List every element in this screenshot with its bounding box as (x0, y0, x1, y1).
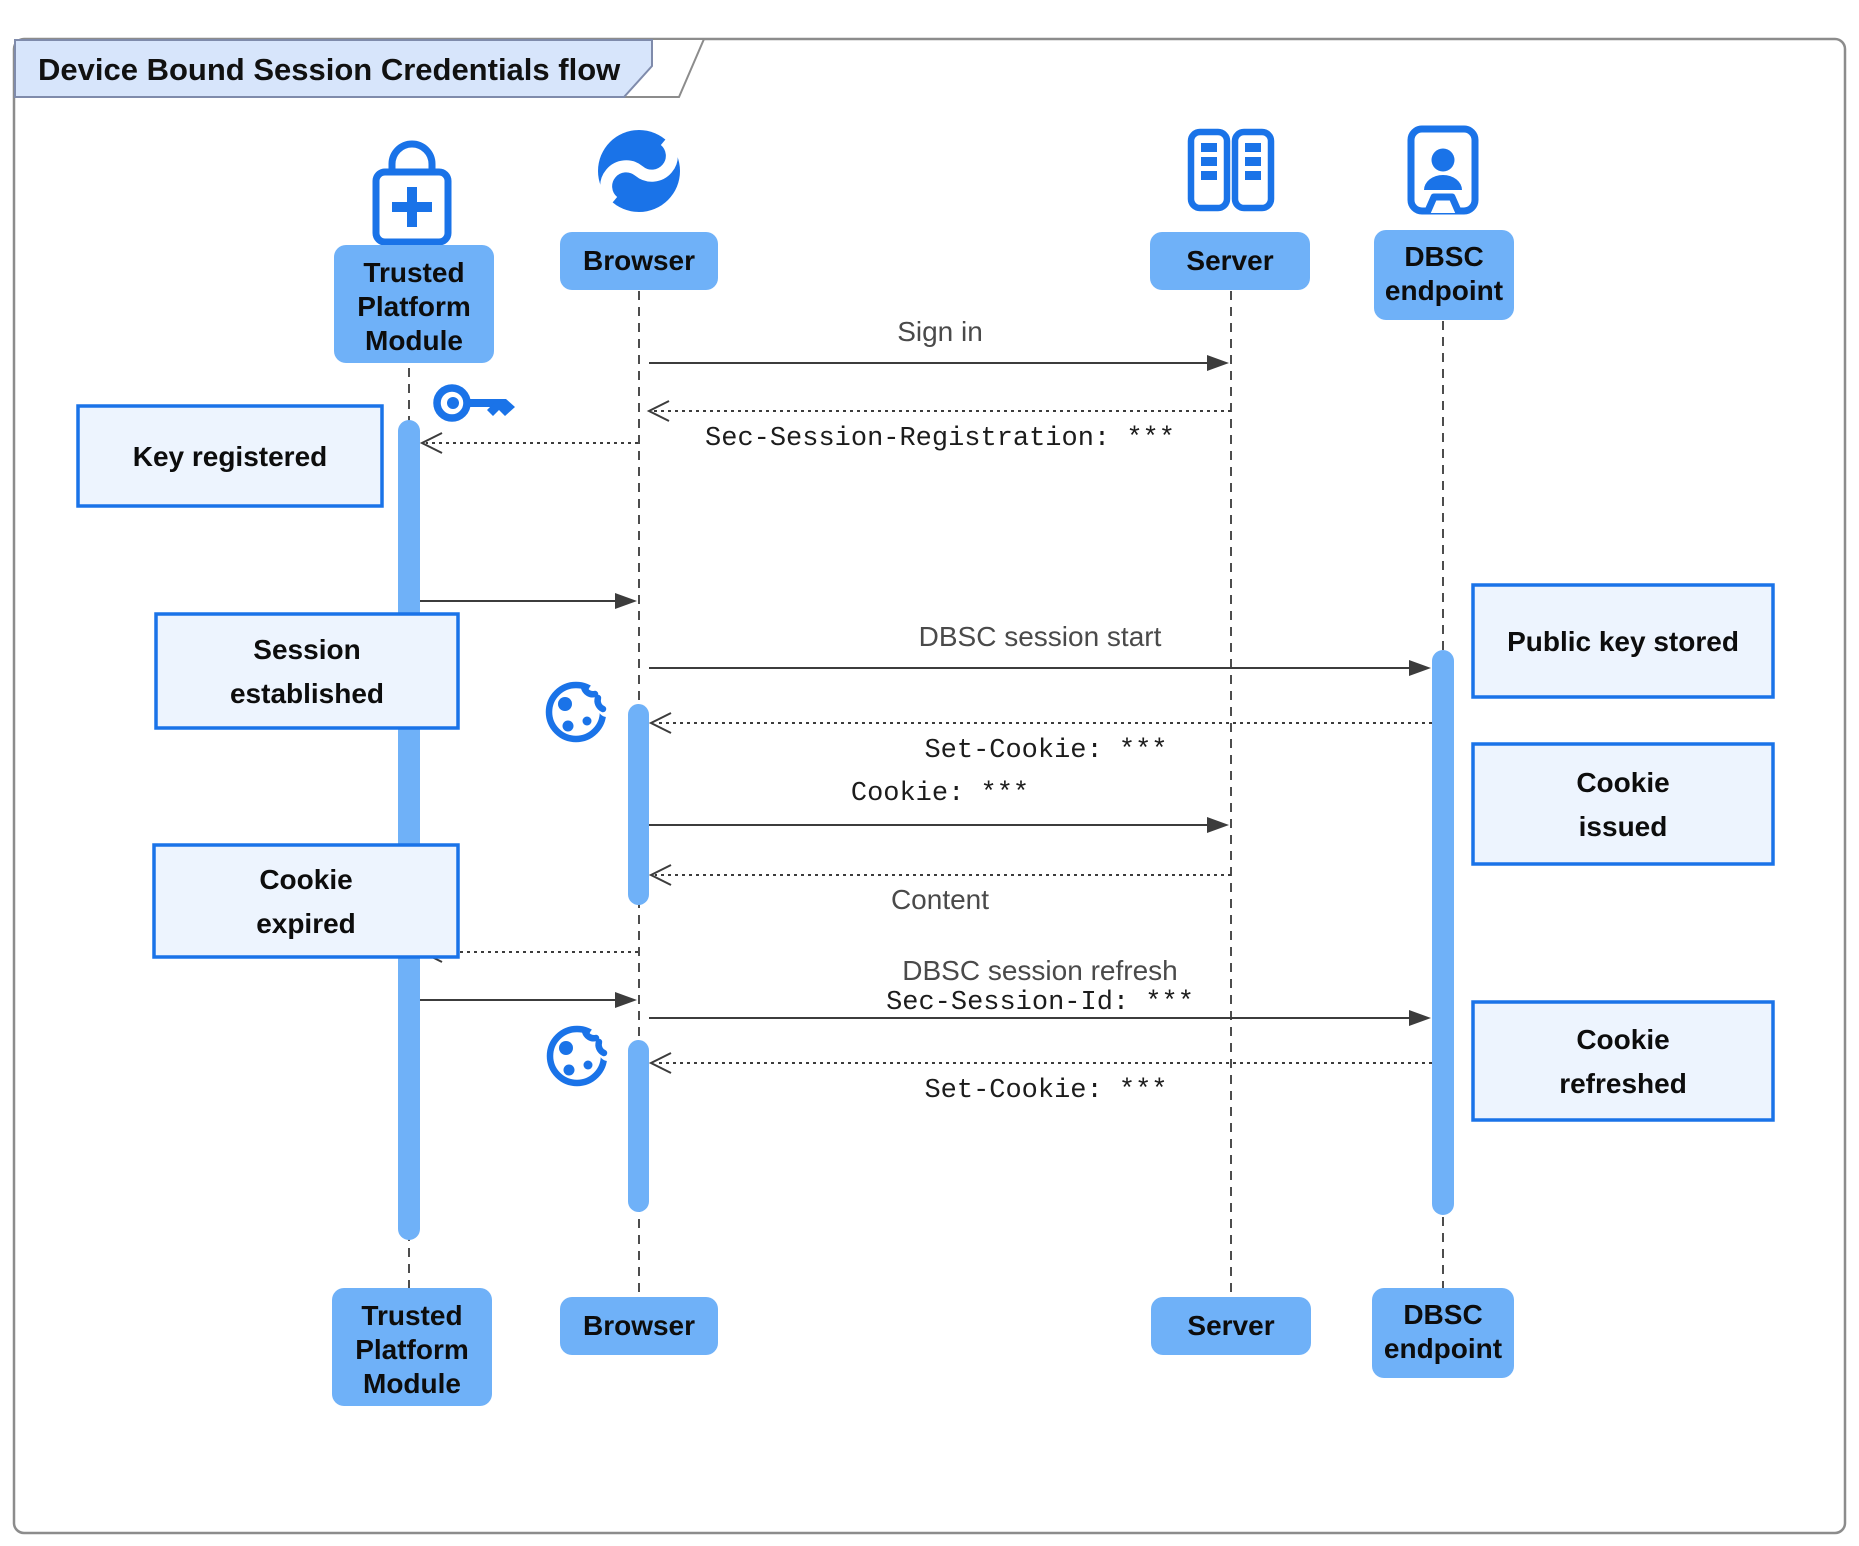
server-racks-icon (1187, 128, 1275, 212)
note-cookie-expired: Cookie expired (152, 843, 460, 959)
message-label-sec-session-id: Sec-Session-Id: *** (886, 988, 1194, 1018)
arrowhead-register-key (419, 432, 443, 454)
note-cookie-refreshed-line1: Cookie (1576, 1024, 1669, 1055)
message-label-set-cookie-1: Set-Cookie: *** (924, 736, 1167, 766)
actor-top-server: Server (1150, 232, 1310, 290)
actor-top-browser-label: Browser (583, 245, 695, 276)
arrowhead-set-cookie-1 (648, 712, 672, 734)
message-label-content: Content (891, 884, 989, 915)
message-label-dbsc-session-start: DBSC session start (919, 621, 1162, 652)
note-cookie-expired-line1: Cookie (259, 864, 352, 895)
note-public-key-stored-text: Public key stored (1507, 626, 1739, 657)
actor-top-dbsc: DBSC endpoint (1374, 230, 1514, 320)
activation-bar-browser-2 (628, 1040, 649, 1212)
diagram-frame (12, 37, 1847, 1535)
note-cookie-issued-line2: issued (1579, 811, 1668, 842)
note-key-registered: Key registered (76, 404, 384, 508)
actor-bottom-dbsc: DBSC endpoint (1372, 1288, 1514, 1378)
actor-top-dbsc-line2: endpoint (1385, 275, 1503, 306)
actor-top-tpm: Trusted Platform Module (334, 245, 494, 363)
arrowhead-dbsc-session-start (1409, 660, 1431, 676)
arrowhead-set-cookie-2 (648, 1052, 672, 1074)
actor-bottom-tpm-line2: Platform (355, 1334, 469, 1365)
diagram-title: Device Bound Session Credentials flow (38, 52, 621, 87)
note-public-key-stored: Public key stored (1471, 583, 1775, 699)
activation-bar-tpm (398, 420, 420, 1240)
actor-bottom-dbsc-line2: endpoint (1384, 1333, 1502, 1364)
actor-top-tpm-line2: Platform (357, 291, 471, 322)
actor-top-server-label: Server (1186, 245, 1273, 276)
key-icon (433, 384, 515, 422)
globe-icon (598, 130, 680, 212)
lock-plus-icon (372, 140, 452, 246)
note-cookie-expired-line2: expired (256, 908, 356, 939)
actor-bottom-dbsc-line1: DBSC (1403, 1299, 1482, 1330)
note-cookie-refreshed-line2: refreshed (1559, 1068, 1687, 1099)
actor-bottom-tpm: Trusted Platform Module (332, 1288, 492, 1406)
title-tab (14, 39, 653, 98)
note-session-established-line1: Session (253, 634, 360, 665)
actor-top-browser: Browser (560, 232, 718, 290)
arrowhead-sec-session-registration (646, 400, 670, 422)
message-label-cookie: Cookie: *** (851, 779, 1029, 809)
actor-bottom-tpm-line1: Trusted (361, 1300, 462, 1331)
arrowhead-proof-returned (615, 992, 637, 1008)
actor-top-dbsc-line1: DBSC (1404, 241, 1483, 272)
message-label-set-cookie-2: Set-Cookie: *** (924, 1076, 1167, 1106)
arrowhead-dbsc-session-refresh (1409, 1010, 1431, 1026)
actor-top-tpm-line3: Module (365, 325, 463, 356)
activation-bar-browser-1 (628, 704, 649, 905)
note-session-established-line2: established (230, 678, 384, 709)
note-session-established: Session established (154, 612, 460, 730)
note-cookie-refreshed: Cookie refreshed (1471, 1000, 1775, 1122)
message-label-sign-in: Sign in (897, 316, 983, 347)
activation-bar-dbsc (1432, 650, 1454, 1215)
actor-bottom-tpm-line3: Module (363, 1368, 461, 1399)
message-label-sec-session-registration: Sec-Session-Registration: *** (705, 424, 1175, 454)
arrowhead-cookie (1207, 817, 1229, 833)
note-key-registered-text: Key registered (133, 441, 328, 472)
actor-bottom-server: Server (1151, 1297, 1311, 1355)
person-door-icon (1407, 125, 1479, 215)
arrowhead-content (648, 864, 672, 886)
note-cookie-issued: Cookie issued (1471, 742, 1775, 866)
actor-bottom-browser-label: Browser (583, 1310, 695, 1341)
message-label-dbsc-session-refresh: DBSC session refresh (902, 955, 1177, 986)
actor-top-tpm-line1: Trusted (363, 257, 464, 288)
note-cookie-issued-line1: Cookie (1576, 767, 1669, 798)
arrowhead-sign-in (1207, 355, 1229, 371)
arrowhead-key-returned (615, 593, 637, 609)
actor-bottom-browser: Browser (560, 1297, 718, 1355)
actor-bottom-server-label: Server (1187, 1310, 1274, 1341)
